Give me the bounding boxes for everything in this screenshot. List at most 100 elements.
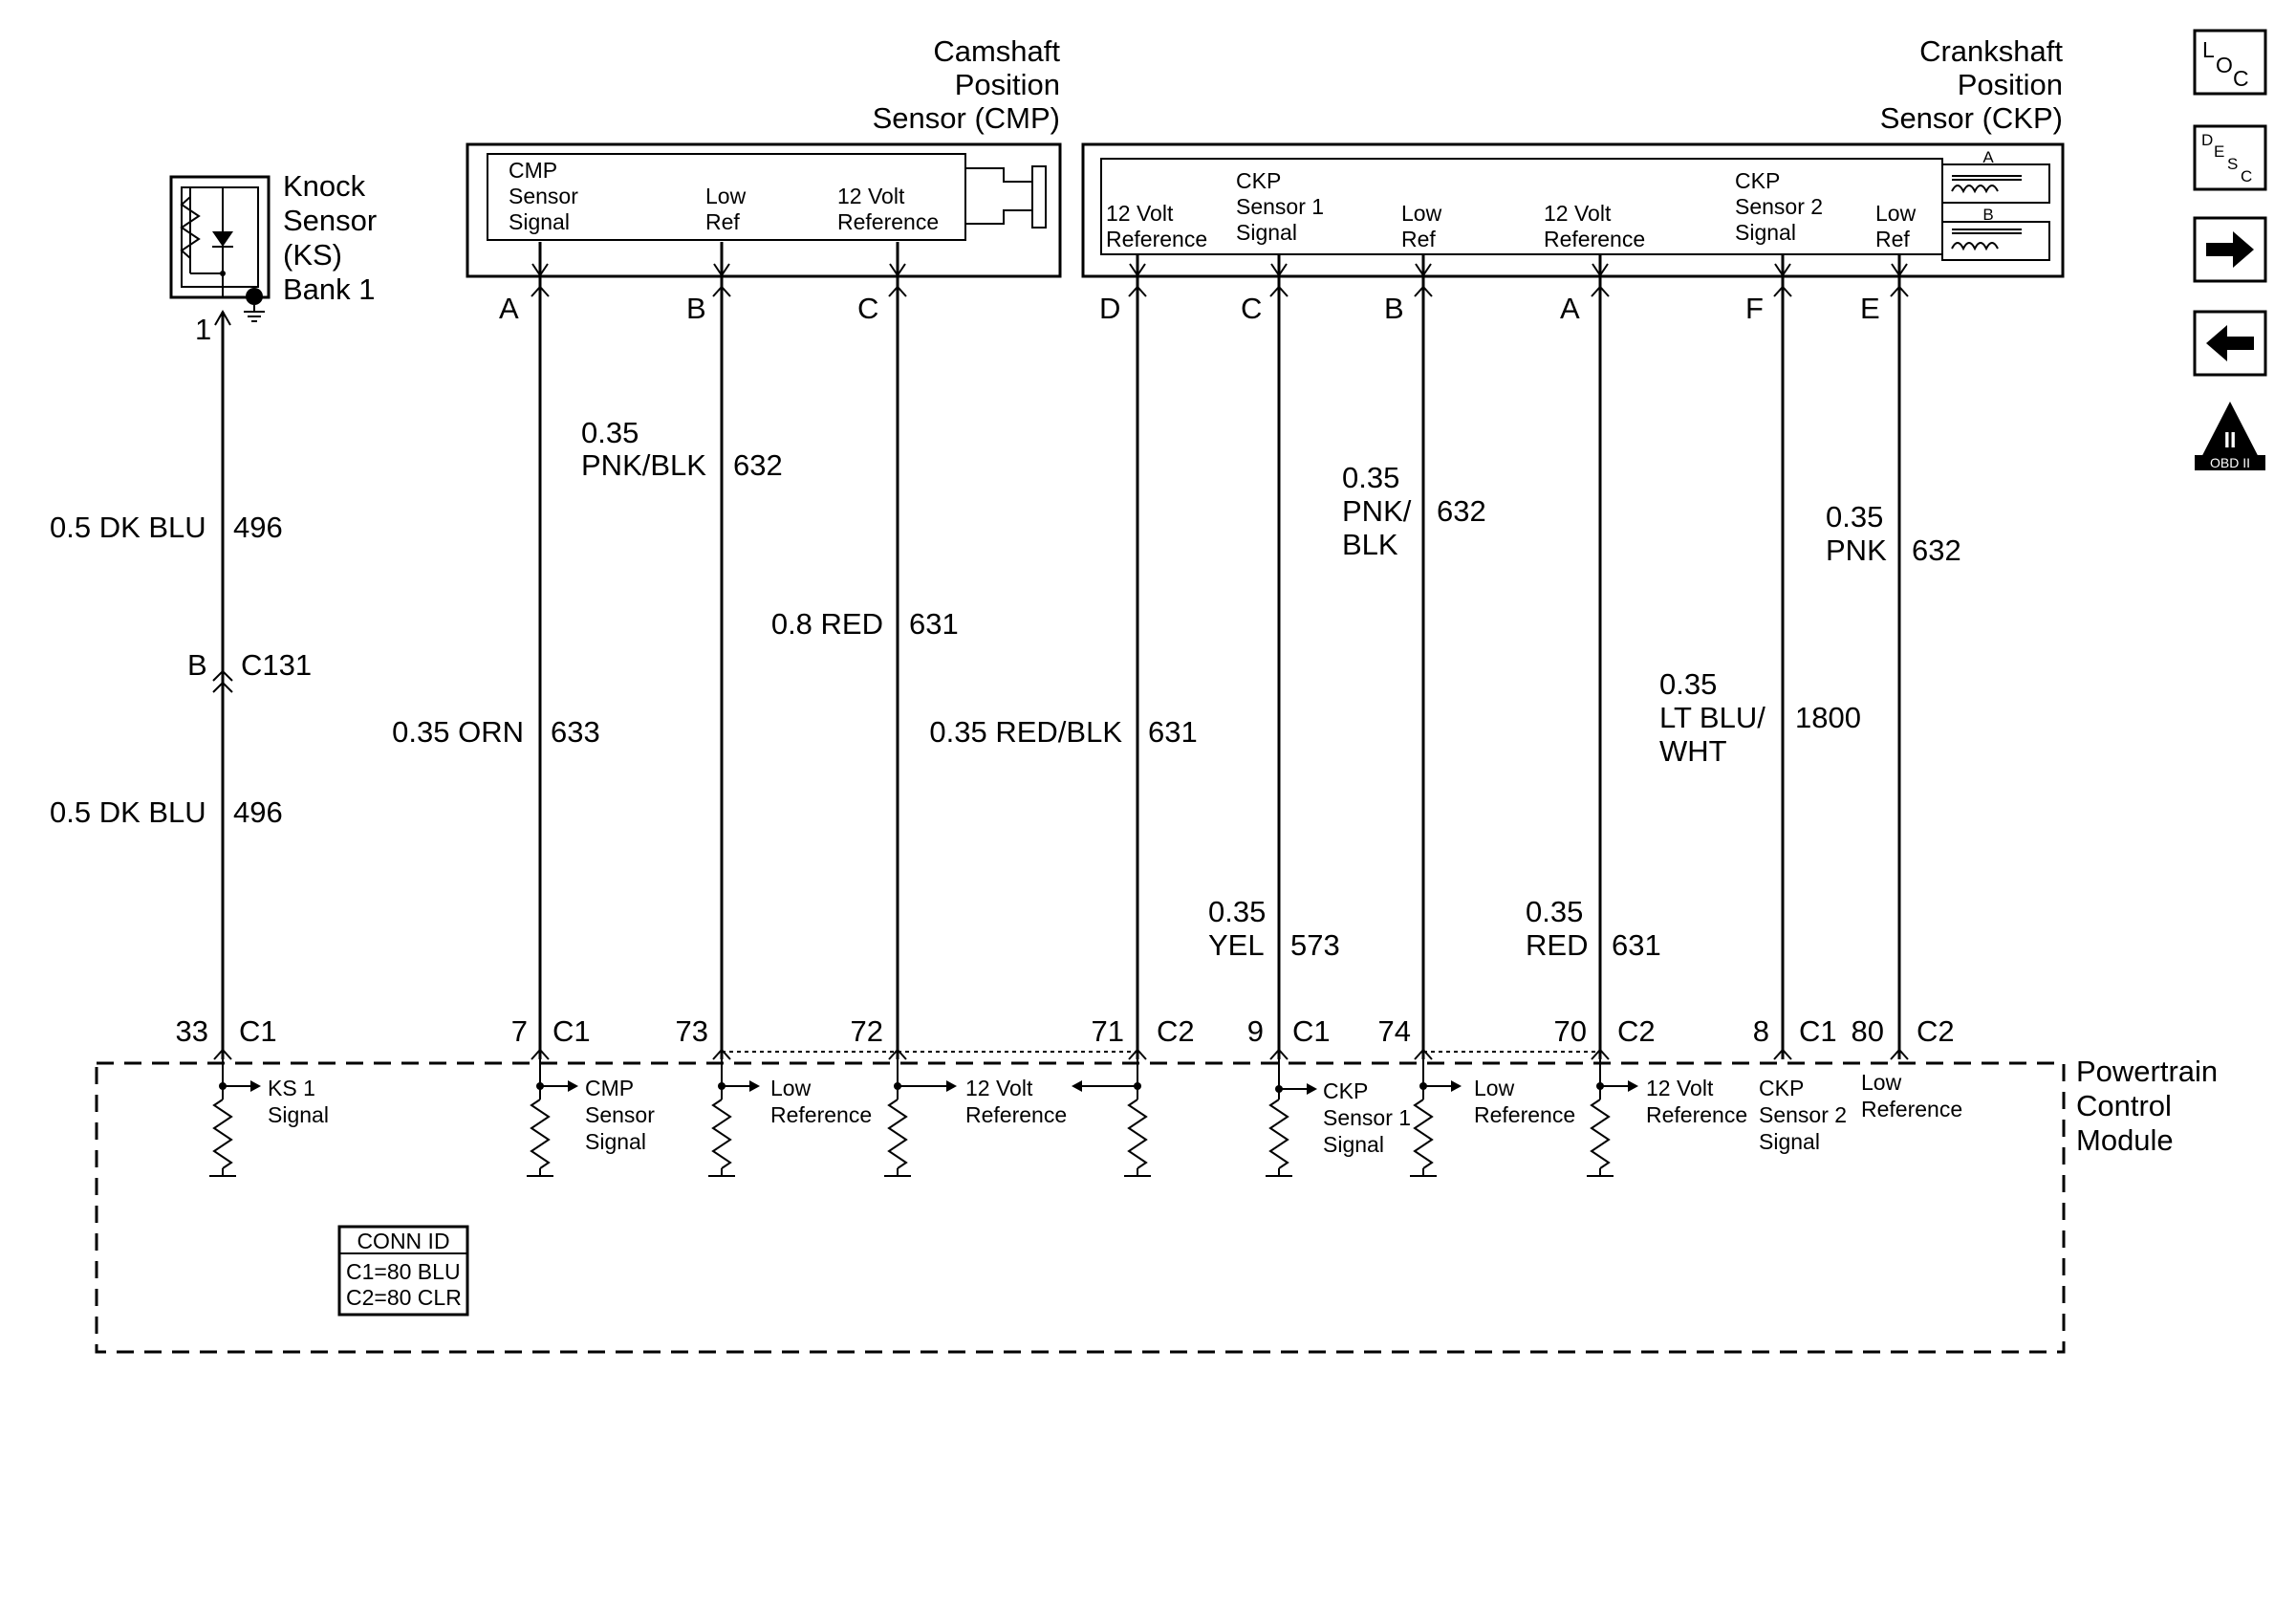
svg-text:C: C: [2233, 66, 2249, 91]
desc-button[interactable]: D E S C: [2193, 124, 2267, 191]
pcm-pin-80: 80: [1852, 1014, 1884, 1048]
ckp-s2-wire-color-2: WHT: [1659, 734, 1727, 768]
ckp-ref-a-wire-gauge: 0.35: [1526, 895, 1583, 928]
loc-icon: L O C: [2202, 37, 2249, 91]
pcm-conn-33: C1: [239, 1014, 277, 1048]
obd-ii-label: OBD II: [2210, 455, 2250, 470]
ckp-s2-wire-color-1: LT BLU/: [1659, 701, 1765, 734]
ckp-coil-a: A: [1982, 148, 1994, 166]
cmp-ref-wire-color: 0.8 RED: [771, 607, 883, 641]
pcm-ckp2-label-2: Sensor 2: [1759, 1102, 1847, 1127]
conn-id-box: CONN ID C1=80 BLU C2=80 CLR: [337, 1225, 469, 1317]
pcm-low3-label-1: Low: [1861, 1070, 1902, 1095]
ckp-s1-wire-circuit: 573: [1290, 928, 1340, 962]
ckp-low-b-wire-gauge: 0.35: [1342, 461, 1399, 494]
ckp-pin-d-label-2: Reference: [1106, 227, 1207, 251]
pcm-ckp1-label-1: CKP: [1323, 1078, 1368, 1103]
pcm-pin-33: 33: [176, 1014, 208, 1048]
pcm-low1-label-1: Low: [770, 1076, 812, 1100]
cmp-pin-b-label-2: Ref: [705, 209, 740, 234]
ks-title-2: Sensor: [283, 204, 377, 237]
ks-wire-upper-color: 0.5 DK BLU: [50, 511, 206, 544]
ckp-title-1: Crankshaft: [1919, 34, 2063, 68]
ckp-pin-a: A: [1560, 292, 1580, 325]
cmp-low-wire-circuit: 632: [733, 448, 783, 482]
pcm-pin-9: 9: [1247, 1014, 1264, 1048]
pcm-low1-label-2: Reference: [770, 1102, 872, 1127]
cmp-pin-c-label-2: Reference: [837, 209, 939, 234]
wire-labels: 0.35 ORN 633 0.35 PNK/BLK 632 0.8 RED 63…: [392, 416, 1961, 962]
svg-text:S: S: [2227, 155, 2238, 173]
cmp-pin-a-label-3: Signal: [509, 209, 570, 234]
pcm-pin-71: 71: [1092, 1014, 1124, 1048]
ckp-pin-f-label-3: Signal: [1735, 220, 1796, 245]
ckp-s2-wire-gauge: 0.35: [1659, 667, 1717, 701]
back-button[interactable]: [2193, 310, 2267, 377]
ks-wire-lower-color: 0.5 DK BLU: [50, 795, 206, 829]
ckp-s1-wire-gauge: 0.35: [1208, 895, 1266, 928]
svg-text:E: E: [2214, 142, 2224, 161]
cmp-pin-b: B: [686, 292, 706, 325]
pcm-title-3: Module: [2076, 1123, 2174, 1157]
ckp-pin-f-label-1: CKP: [1735, 168, 1780, 193]
ckp-low-b-wire-color-2: BLK: [1342, 528, 1398, 561]
arrow-right-icon: [2206, 231, 2254, 268]
loc-button[interactable]: L O C: [2193, 29, 2267, 96]
cmp-pin-a-label-2: Sensor: [509, 184, 578, 208]
arrow-left-icon: [2206, 325, 2254, 361]
ckp-low-e-wire-color: PNK: [1826, 533, 1887, 567]
ckp-low-e-wire-circuit: 632: [1912, 533, 1961, 567]
cmp-pin-c-label-1: 12 Volt: [837, 184, 905, 208]
pcm-cmp-label-1: CMP: [585, 1076, 634, 1100]
ckp-pin-d: D: [1099, 292, 1120, 325]
conn-id-line-1: C1=80 BLU: [346, 1259, 461, 1284]
cmp-pin-a-label-1: CMP: [509, 158, 557, 183]
ks-title-4: Bank 1: [283, 272, 376, 306]
ckp-s1-wire-color: YEL: [1208, 928, 1265, 962]
ckp-pin-f-label-2: Sensor 2: [1735, 194, 1823, 219]
pcm-conn-70: C2: [1617, 1014, 1656, 1048]
ks-title-1: Knock: [283, 169, 366, 203]
ckp-title-3: Sensor (CKP): [1880, 101, 2063, 135]
svg-text:D: D: [2201, 131, 2213, 149]
ckp-coil-b: B: [1982, 206, 1993, 224]
pcm-ref2-label-2: Reference: [1646, 1102, 1747, 1127]
desc-icon: D E S C: [2201, 131, 2252, 185]
conn-id-title: CONN ID: [357, 1229, 449, 1253]
pcm-ref1-label-1: 12 Volt: [965, 1076, 1033, 1100]
pcm-pin-74: 74: [1378, 1014, 1411, 1048]
c131-pin: B: [187, 648, 207, 682]
pcm-ref2-label-1: 12 Volt: [1646, 1076, 1714, 1100]
ks-wire-lower-circuit: 496: [233, 795, 283, 829]
pcm-module: Powertrain Control Module: [95, 1055, 2218, 1354]
ckp-low-b-wire-color-1: PNK/: [1342, 494, 1412, 528]
obd-ii-button[interactable]: II OBD II: [2195, 402, 2265, 470]
cmp-signal-wire-circuit: 633: [551, 715, 600, 749]
conn-id-line-2: C2=80 CLR: [346, 1285, 462, 1310]
ckp-ref-d-wire-color: 0.35 RED/BLK: [929, 715, 1122, 749]
cmp-pin-a: A: [499, 292, 519, 325]
ckp-low-b-wire-circuit: 632: [1437, 494, 1486, 528]
ckp-sensor: Crankshaft Position Sensor (CKP) 12 Volt…: [1081, 34, 2065, 325]
pcm-pin-73: 73: [676, 1014, 708, 1048]
pcm-low3-label-2: Reference: [1861, 1097, 1962, 1121]
pcm-conn-7: C1: [552, 1014, 591, 1048]
pcm-conn-80: C2: [1917, 1014, 1955, 1048]
knock-sensor: Knock Sensor (KS) Bank 1 1: [169, 169, 377, 346]
next-button[interactable]: [2193, 216, 2267, 283]
obd-ii-numeral: II: [2224, 427, 2237, 452]
pcm-pin-70: 70: [1554, 1014, 1587, 1048]
ckp-title-2: Position: [1958, 68, 2063, 101]
pcm-cmp-label-3: Signal: [585, 1129, 646, 1154]
cmp-ref-wire-circuit: 631: [909, 607, 959, 641]
ckp-pin-c-label-2: Sensor 1: [1236, 194, 1324, 219]
ckp-pin-b-label-2: Ref: [1401, 227, 1436, 251]
ks-wire: 0.5 DK BLU 496 B C131 0.5 DK BLU 496: [50, 309, 312, 1059]
ckp-pin-f: F: [1745, 292, 1764, 325]
ckp-pin-e-label-2: Ref: [1875, 227, 1910, 251]
ckp-pin-e: E: [1860, 292, 1880, 325]
cmp-title-3: Sensor (CMP): [873, 101, 1060, 135]
pcm-title-1: Powertrain: [2076, 1055, 2218, 1088]
